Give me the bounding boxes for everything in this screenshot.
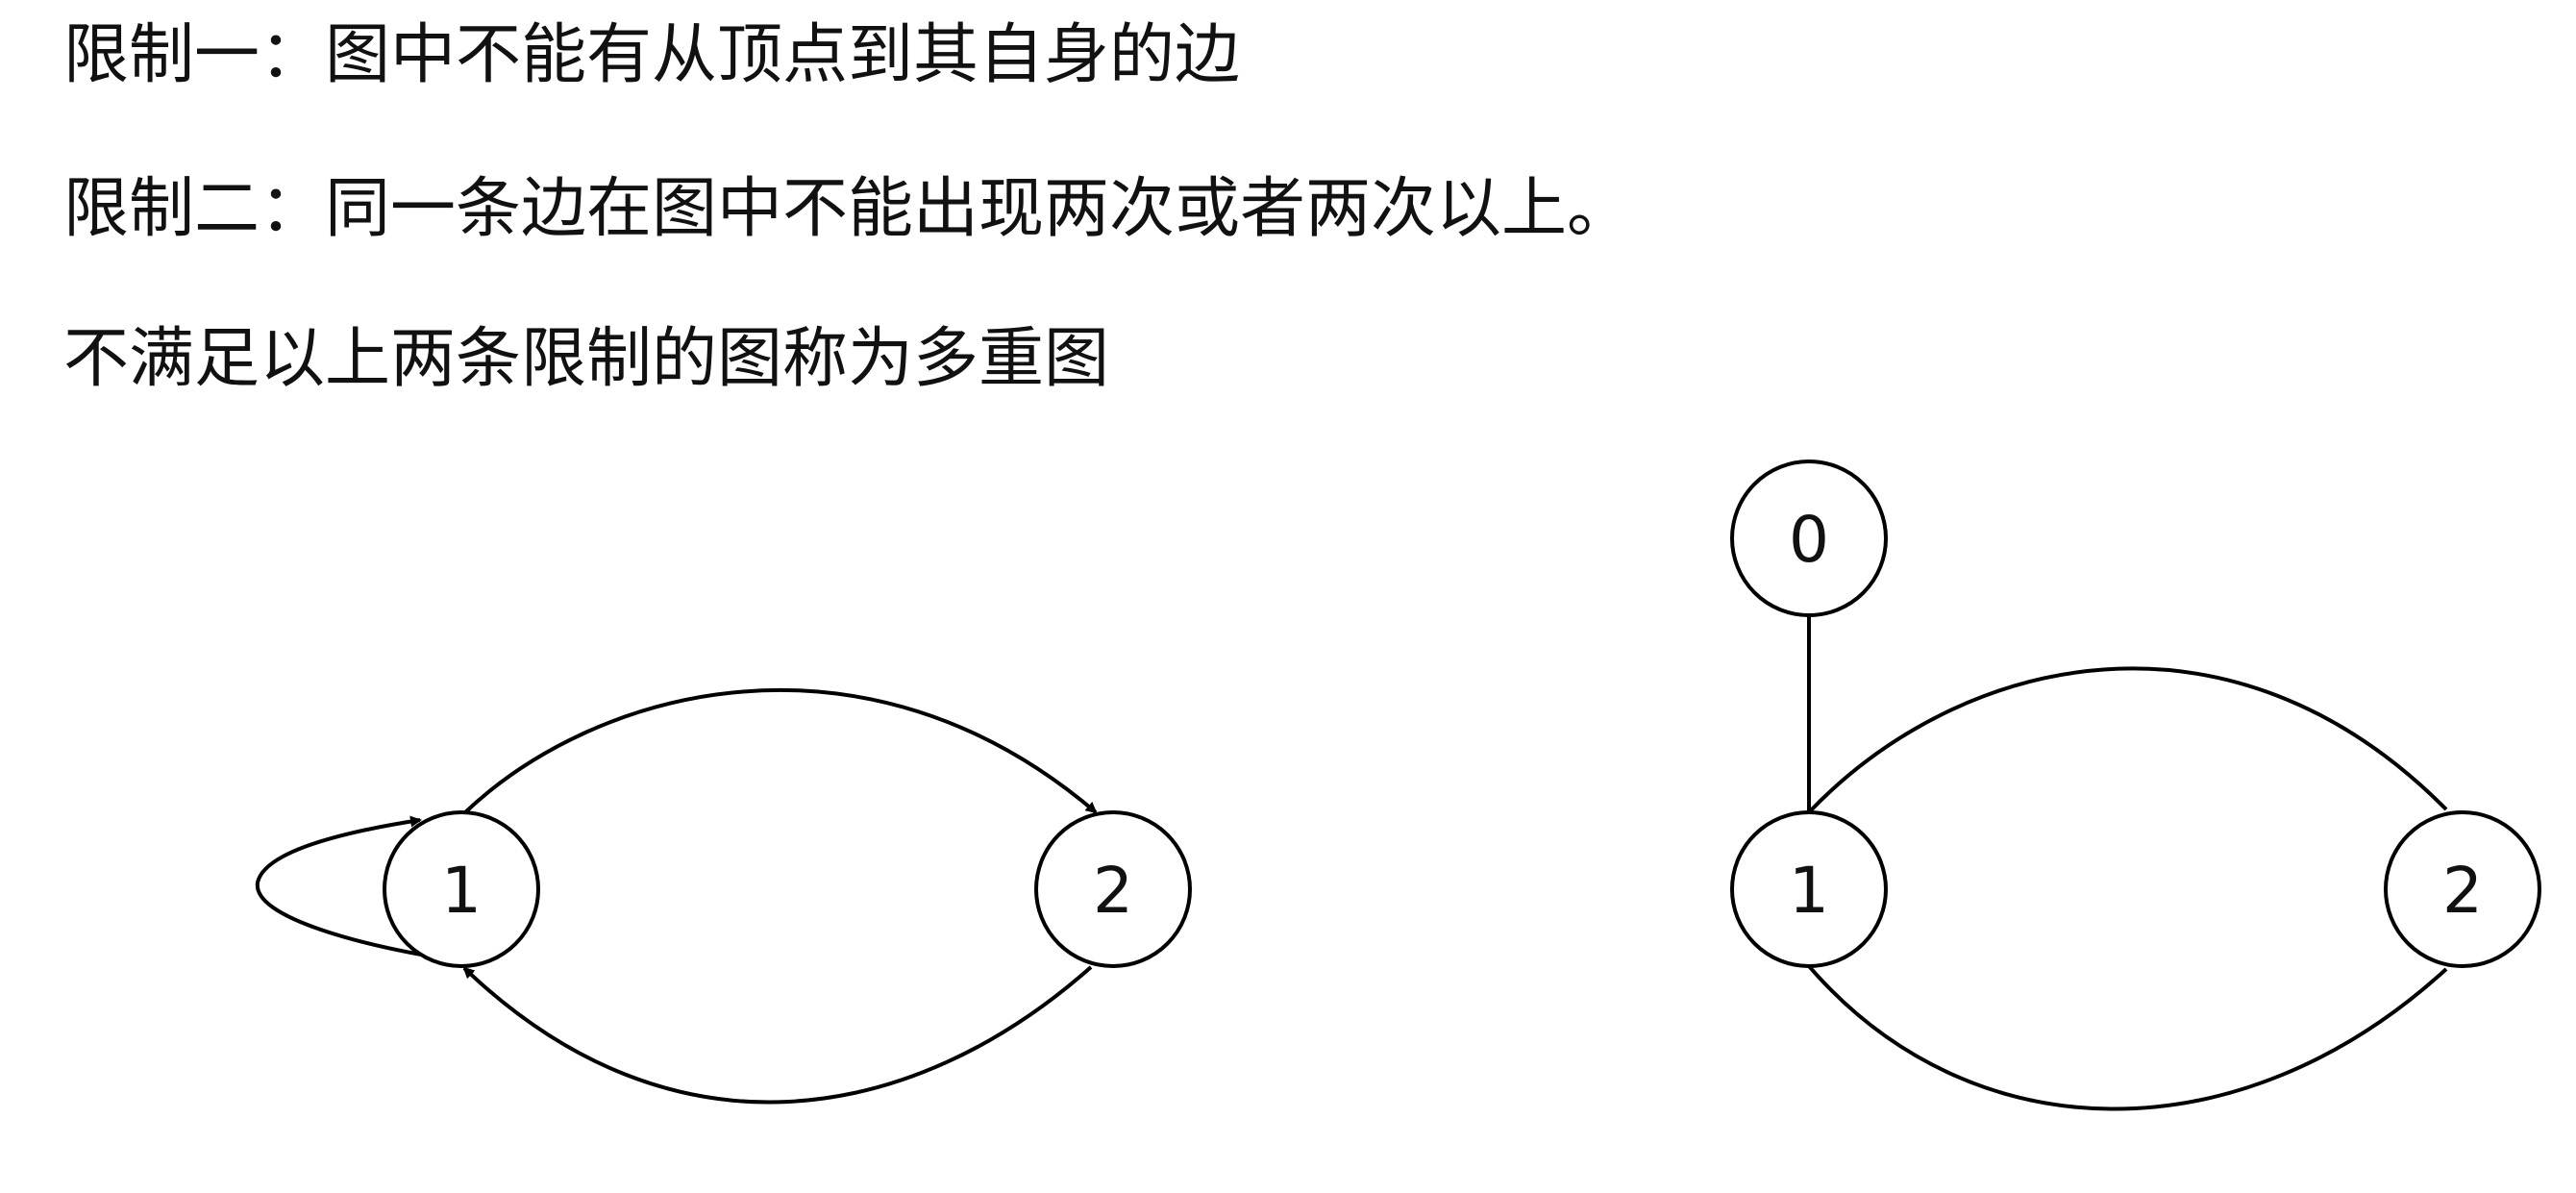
left-self-loop-edge xyxy=(255,815,462,963)
right-multigraph: 0 1 2 xyxy=(1730,460,2541,1111)
left-edge-2-to-1 xyxy=(462,965,1093,1105)
rule-two-text: 限制二：同一条边在图中不能出现两次或者两次以上。 xyxy=(63,171,1633,247)
rule-one-text: 限制一：图中不能有从顶点到其自身的边 xyxy=(63,17,1241,93)
multigraph-definition-text: 不满足以上两条限制的图称为多重图 xyxy=(63,321,1110,397)
left-node-1: 1 xyxy=(383,810,540,968)
right-edge-1-2-top xyxy=(1807,666,2448,814)
left-multigraph: 1 2 xyxy=(255,687,1192,1105)
right-node-0: 0 xyxy=(1730,460,1888,617)
right-node-0-label: 0 xyxy=(1789,503,1829,577)
left-node-2: 2 xyxy=(1034,810,1192,968)
right-node-1-label: 1 xyxy=(1789,854,1829,928)
right-node-2: 2 xyxy=(2384,810,2541,968)
left-node-1-label: 1 xyxy=(441,854,482,928)
right-edge-1-2-bottom xyxy=(1807,964,2448,1111)
right-node-2-label: 2 xyxy=(2442,854,2483,928)
left-node-2-label: 2 xyxy=(1093,854,1133,928)
right-node-1: 1 xyxy=(1730,810,1888,968)
left-edge-1-to-2 xyxy=(462,687,1098,815)
